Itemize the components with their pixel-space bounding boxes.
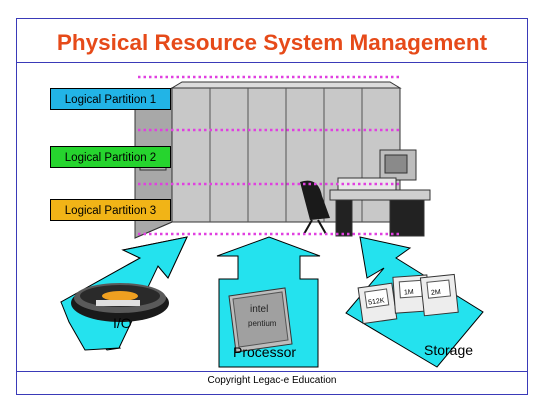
tape-reel-icon (71, 283, 169, 322)
chip-brand-text: intel (250, 304, 268, 315)
processor-label: Processor (233, 344, 297, 360)
copyright-footer: Copyright Legac-e Education (207, 375, 337, 386)
slide-title: Physical Resource System Management (56, 30, 488, 55)
processor-chip-icon: intel pentium (228, 287, 293, 353)
svg-text:2M: 2M (431, 289, 442, 297)
logical-partition-1-label: Logical Partition 1 (50, 88, 171, 110)
floppy-disks-icon: 512K 1M 2M (357, 273, 459, 325)
chip-model-text: pentium (248, 319, 277, 328)
partition-dotted-lines (138, 75, 402, 236)
title-divider (17, 62, 527, 63)
logical-partition-3-label: Logical Partition 3 (50, 199, 171, 221)
storage-label: Storage (424, 342, 474, 358)
logical-partition-2-label: Logical Partition 2 (50, 146, 171, 168)
svg-text:1M: 1M (404, 289, 414, 297)
svg-text:512K: 512K (368, 297, 385, 306)
io-label: I/O (113, 315, 132, 331)
mainframe-illustration (134, 81, 402, 239)
workstation-illustration (300, 149, 431, 237)
footer-divider (17, 371, 527, 372)
